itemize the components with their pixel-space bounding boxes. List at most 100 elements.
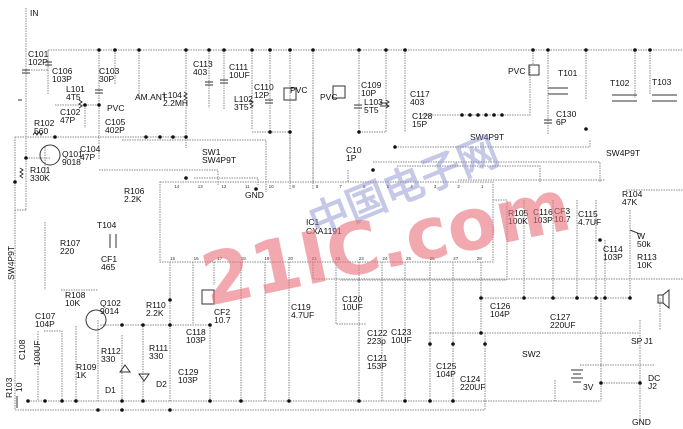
component-value: 47P	[80, 152, 95, 162]
ic-pin-number: 22	[335, 256, 341, 261]
component-sw4p9t-label: SW4P9T	[470, 132, 504, 142]
junction-dot	[479, 331, 483, 335]
antenna-label: IN	[30, 8, 39, 18]
ic-pin-number: 6	[363, 184, 366, 189]
component-ref: C116	[533, 207, 553, 217]
component-value: J2	[648, 381, 657, 391]
junction-dot	[575, 296, 579, 300]
ic-pin-number: 4	[410, 184, 413, 189]
junction-dot	[250, 48, 254, 52]
junction-dot	[357, 399, 361, 403]
component-ref: C125	[436, 361, 457, 371]
component-value: 103P	[186, 335, 206, 345]
component-ref: C127	[550, 312, 571, 322]
component-ref: C109	[361, 80, 382, 90]
component-value: SW4P9T	[202, 155, 236, 165]
component-ref: SW2	[522, 349, 541, 359]
junction-dot	[483, 342, 487, 346]
r103-value: 10	[14, 382, 24, 392]
component-ref: Q102	[100, 298, 121, 308]
component-value: 3T5	[234, 102, 249, 112]
watermark-logo: 中国电子网 21IC.com	[194, 129, 578, 323]
junction-dot	[207, 48, 211, 52]
component-ref: C107	[35, 311, 56, 321]
component-value: 153P	[367, 361, 387, 371]
component-value: 100K	[508, 216, 528, 226]
component-ref: R104	[622, 189, 643, 199]
component-ref: R102	[34, 118, 55, 128]
component-ref: R112	[101, 346, 121, 356]
component-value: 465	[101, 262, 115, 272]
component-ref: C126	[490, 301, 511, 311]
junction-dot	[141, 323, 145, 327]
junction-dot	[648, 48, 652, 52]
component-value: 103P	[178, 375, 198, 385]
ic-pin-number: 11	[245, 184, 250, 189]
component-ref: L103	[364, 97, 383, 107]
component-t103-label: T103	[652, 77, 672, 87]
component-ref: R108	[65, 290, 86, 300]
component-ref: C113	[193, 59, 213, 69]
component-ref: C104	[80, 144, 101, 154]
ic-pin-number: 19	[264, 256, 270, 261]
ic-pin-number: 20	[288, 256, 294, 261]
component-ref: CF1	[101, 254, 117, 264]
component-d2-label: D2	[156, 379, 167, 389]
component-value: 1P	[346, 153, 357, 163]
junction-dot	[476, 113, 480, 117]
c108-value: 100UF	[32, 340, 42, 366]
component-ref: C129	[178, 367, 199, 377]
junction-dot	[120, 408, 124, 412]
junction-dot	[357, 48, 361, 52]
component-value: 220UF	[460, 382, 486, 392]
component-value: 560	[34, 126, 48, 136]
component-value: 2.2K	[146, 308, 164, 318]
ic-pin-number: 18	[241, 256, 247, 261]
component-value: 330	[101, 354, 115, 364]
component-value: 30P	[99, 74, 114, 84]
component-value: 4.7UF	[578, 217, 601, 227]
component-value: 402P	[105, 125, 125, 135]
ic-pin-number: 24	[382, 256, 388, 261]
component-ref: PVC	[320, 92, 337, 102]
component-value: 10P	[361, 88, 376, 98]
junction-dot	[484, 113, 488, 117]
component-ref: T103	[652, 77, 672, 87]
component-ref: C110	[254, 82, 274, 92]
component-amant-label: AM.ANT	[135, 92, 167, 102]
junction-dot	[451, 399, 455, 403]
junction-dot	[96, 408, 100, 412]
ic-pin-number: 23	[359, 256, 365, 261]
component-value: 9014	[100, 306, 119, 316]
ic-pin-number: 15	[170, 256, 176, 261]
component-ref: W	[637, 231, 645, 241]
component-ref: T102	[610, 78, 630, 88]
sw-left-label: SW4P9T	[6, 246, 16, 280]
component-value: 12P	[254, 90, 269, 100]
junction-dot	[594, 296, 598, 300]
component-ref: C103	[99, 66, 120, 76]
component-ref: C102	[60, 107, 81, 117]
component-value: 10.7	[554, 214, 571, 224]
component-ref: PVC	[107, 103, 124, 113]
junction-dot	[599, 381, 603, 385]
junction-dot	[83, 103, 87, 107]
ic-pin-number: 10	[269, 184, 275, 189]
component-symbols	[16, 61, 677, 408]
component-pvc-label: PVC	[320, 92, 337, 102]
component-value: 403	[193, 67, 207, 77]
